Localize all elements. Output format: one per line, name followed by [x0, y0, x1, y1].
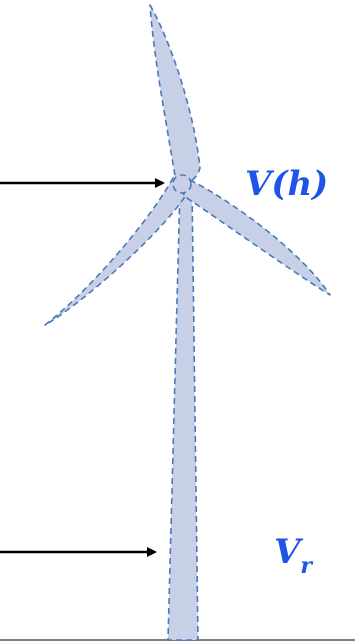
- turbine-blade-lower-left: [44, 177, 187, 326]
- turbine-tower: [167, 187, 199, 641]
- reference-speed-subscript: r: [300, 553, 313, 579]
- turbine-hub: [172, 174, 192, 194]
- turbine-blade-upper: [149, 4, 201, 185]
- reference-speed-label: Vr: [274, 532, 313, 579]
- reference-speed-main: V: [274, 532, 304, 572]
- hub-speed-label: V(h): [245, 164, 328, 204]
